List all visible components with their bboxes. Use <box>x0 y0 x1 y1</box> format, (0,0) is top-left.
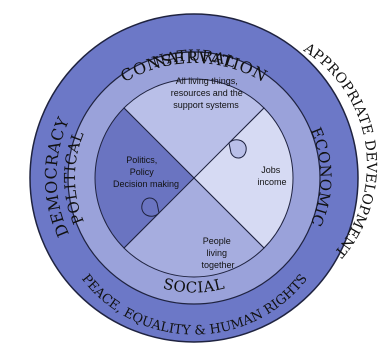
piece-text-left-line-2: Policy <box>130 167 155 177</box>
piece-text-bottom-line-2: living <box>206 248 227 258</box>
piece-text-bottom-line-1: People <box>203 236 231 246</box>
piece-text-left-line-1: Politics, <box>126 155 157 165</box>
piece-text-top-line-1: All living things, <box>176 76 238 86</box>
puzzle-piece-right <box>193 107 294 249</box>
piece-text-top: All living things, resources and the sup… <box>171 76 246 110</box>
piece-text-left-line-3: Decision making <box>113 179 179 189</box>
piece-text-left: Politics, Policy Decision making <box>113 155 179 189</box>
puzzle-piece-left <box>94 107 195 249</box>
piece-text-right: Jobs income <box>257 165 286 187</box>
piece-text-right-line-1: Jobs <box>261 165 281 175</box>
inner-label-bottom: SOCIAL <box>161 275 226 297</box>
puzzle-tab-right <box>228 139 247 159</box>
puzzle-tab-bottom <box>141 197 160 217</box>
piece-text-bottom-line-3: together <box>201 260 234 270</box>
piece-text-bottom: People living together <box>201 236 234 270</box>
piece-text-right-line-2: income <box>257 177 286 187</box>
piece-text-top-line-3: support systems <box>173 100 239 110</box>
piece-text-top-line-2: resources and the <box>171 88 243 98</box>
